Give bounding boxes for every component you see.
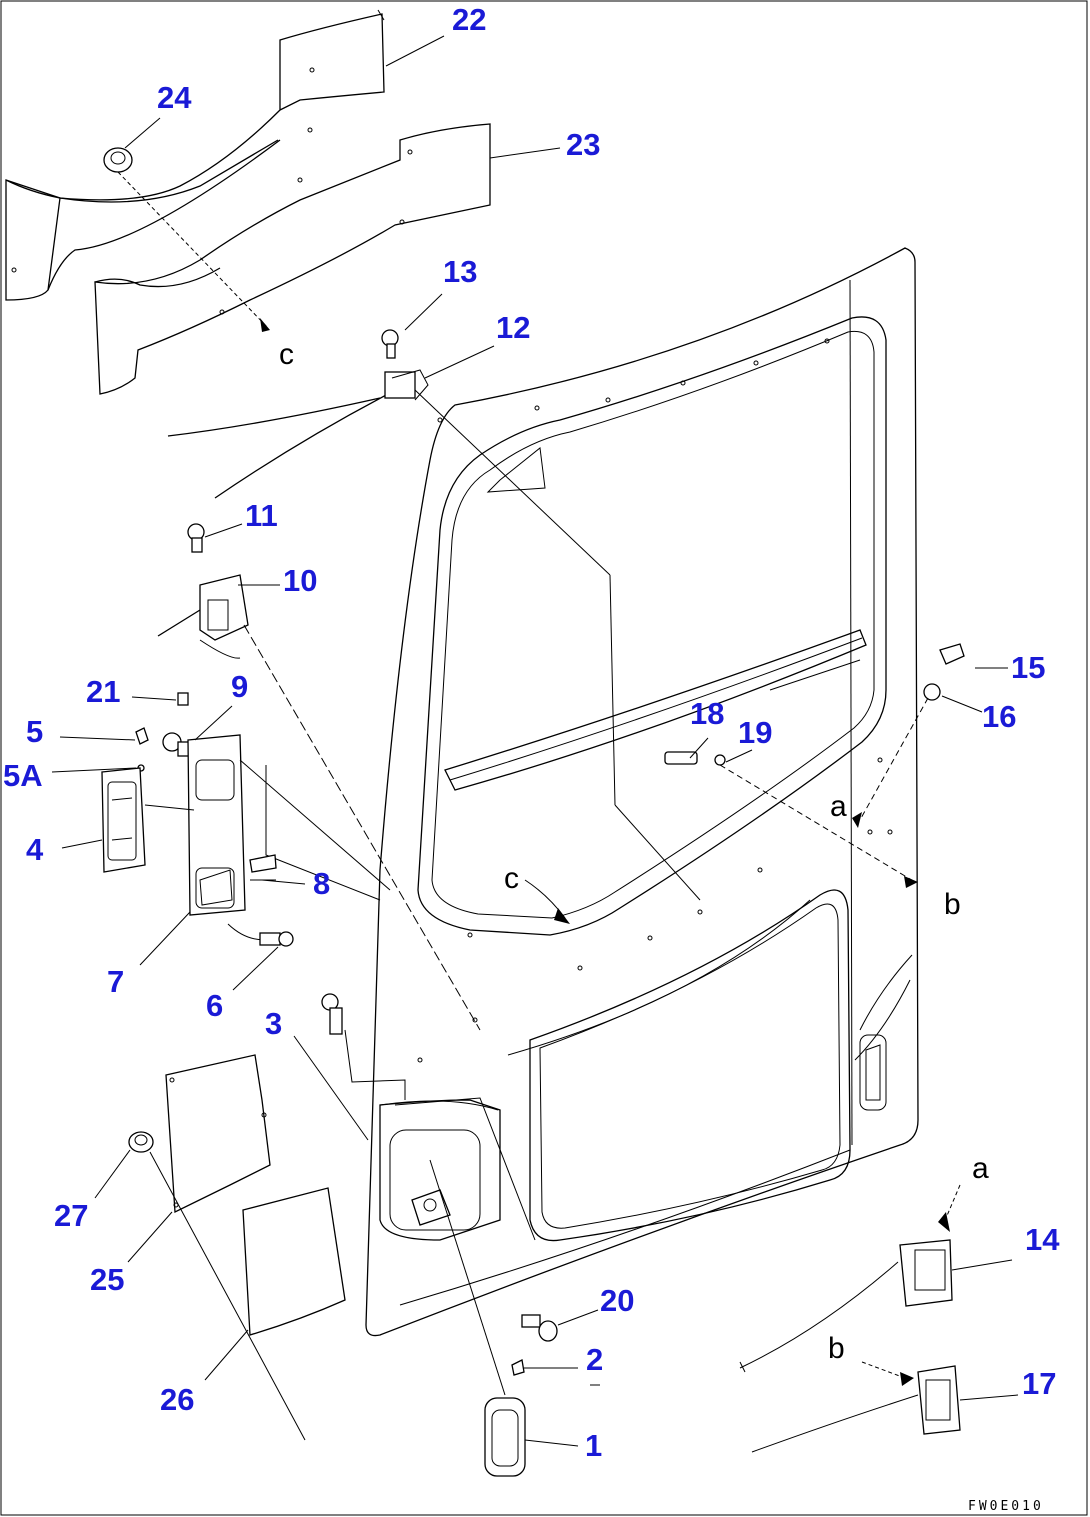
drawing-code: FW0E010 [968, 1499, 1044, 1514]
screw-11-part [187, 523, 205, 553]
bracket-7-part [144, 734, 391, 941]
screw-20-part [521, 1314, 558, 1342]
ref-letter-b-low: b [828, 1332, 845, 1365]
callout-27: 27 [54, 1198, 88, 1233]
ref-letter-c-top: c [279, 338, 294, 371]
callout-11: 11 [245, 498, 278, 533]
cover-26-part [242, 1187, 346, 1336]
callout-6: 6 [206, 988, 223, 1023]
callout-12: 12 [496, 310, 530, 345]
screw-6-part [259, 931, 294, 947]
callout-17: 17 [1022, 1366, 1056, 1401]
cover-25-part [165, 1054, 271, 1214]
callout-14: 14 [1025, 1222, 1060, 1257]
callout-22: 22 [452, 2, 486, 37]
inner-lock-10-part [157, 574, 481, 1031]
callout-10: 10 [283, 563, 317, 598]
screw-3-part [321, 993, 406, 1100]
callout-1: 1 [585, 1428, 602, 1463]
callout-23: 23 [566, 127, 600, 162]
bolt-18-19-parts [664, 751, 918, 888]
callout-4: 4 [26, 832, 44, 867]
callout-5: 5 [26, 714, 43, 749]
callout-20: 20 [600, 1283, 634, 1318]
plate-8-part [249, 765, 381, 901]
ref-c-arrow [524, 879, 570, 924]
upper-trim-panel [5, 9, 385, 301]
callout-16: 16 [982, 699, 1016, 734]
handle-4-part [101, 767, 146, 873]
ref-letter-c-mid: c [504, 862, 519, 895]
lock-14-part [739, 1184, 961, 1373]
release-cable-part [167, 329, 701, 901]
callout-2: 2 [586, 1342, 603, 1377]
ref-letter-a-low: a [972, 1152, 989, 1185]
lower-trim-panel [94, 123, 491, 395]
callout-15: 15 [1011, 650, 1045, 685]
callout-8: 8 [313, 866, 330, 901]
callout-18: 18 [690, 696, 724, 731]
callout-9: 9 [231, 669, 248, 704]
callout-3: 3 [265, 1006, 282, 1041]
striker-15-16-parts [852, 643, 965, 828]
leader-lines [51, 35, 1019, 1447]
ref-letter-b-mid: b [944, 888, 961, 921]
screw-2-part [511, 1359, 525, 1376]
clip-24-part [103, 147, 270, 332]
lock-17-part [751, 1361, 961, 1453]
callout-7: 7 [107, 964, 124, 999]
callout-5A: 5A [3, 758, 43, 793]
ref-letter-a-mid: a [830, 790, 847, 823]
callout-21: 21 [86, 674, 120, 709]
callout-13: 13 [443, 254, 477, 289]
callout-24: 24 [157, 80, 192, 115]
callout-25: 25 [90, 1262, 124, 1297]
grip-1-part [429, 1159, 526, 1477]
callout-19: 19 [738, 715, 772, 750]
door-body [365, 247, 919, 1337]
callout-26: 26 [160, 1382, 194, 1417]
clip-27-part [128, 1131, 306, 1441]
small-fasteners [135, 692, 191, 772]
